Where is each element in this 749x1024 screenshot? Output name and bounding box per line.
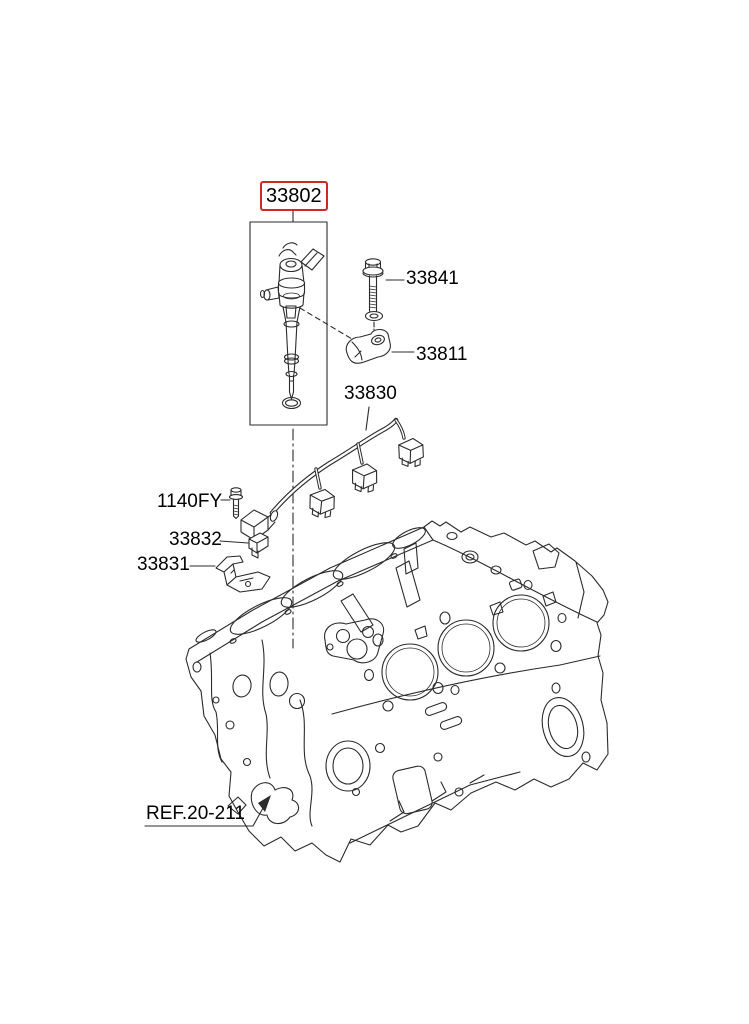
part-label-clamp[interactable]: 33811 bbox=[416, 344, 468, 365]
injector-drawing bbox=[259, 242, 325, 410]
part-label-injector: 33802 bbox=[266, 185, 322, 207]
part-label-reference[interactable]: REF.20-211 bbox=[146, 803, 245, 824]
sensor-bolt-1140fy-drawing bbox=[228, 487, 244, 520]
clamp-33811-drawing bbox=[345, 328, 391, 364]
engine-block-drawing bbox=[185, 520, 609, 863]
part-label-mount-bracket[interactable]: 33831 bbox=[137, 554, 190, 575]
harness-connector-2 bbox=[351, 463, 378, 493]
part-label-bolt[interactable]: 33841 bbox=[406, 268, 459, 289]
sensor-bracket-33832-drawing bbox=[248, 532, 269, 559]
mount-bracket-33831-drawing bbox=[215, 555, 271, 593]
harness-drawing bbox=[269, 417, 424, 519]
harness-connector-1 bbox=[309, 488, 335, 519]
part-label-sensor-bolt[interactable]: 1140FY bbox=[157, 491, 223, 512]
washer-drawing bbox=[364, 310, 384, 322]
part-label-injector-highlight[interactable]: 33802 bbox=[260, 181, 328, 211]
bolt-33841-drawing bbox=[362, 258, 384, 314]
sensor-drawing bbox=[240, 509, 279, 541]
part-label-sensor-bracket[interactable]: 33832 bbox=[169, 529, 222, 550]
part-label-harness[interactable]: 33830 bbox=[344, 383, 397, 404]
harness-connector-3 bbox=[398, 437, 424, 468]
leader-lines bbox=[144, 210, 415, 827]
